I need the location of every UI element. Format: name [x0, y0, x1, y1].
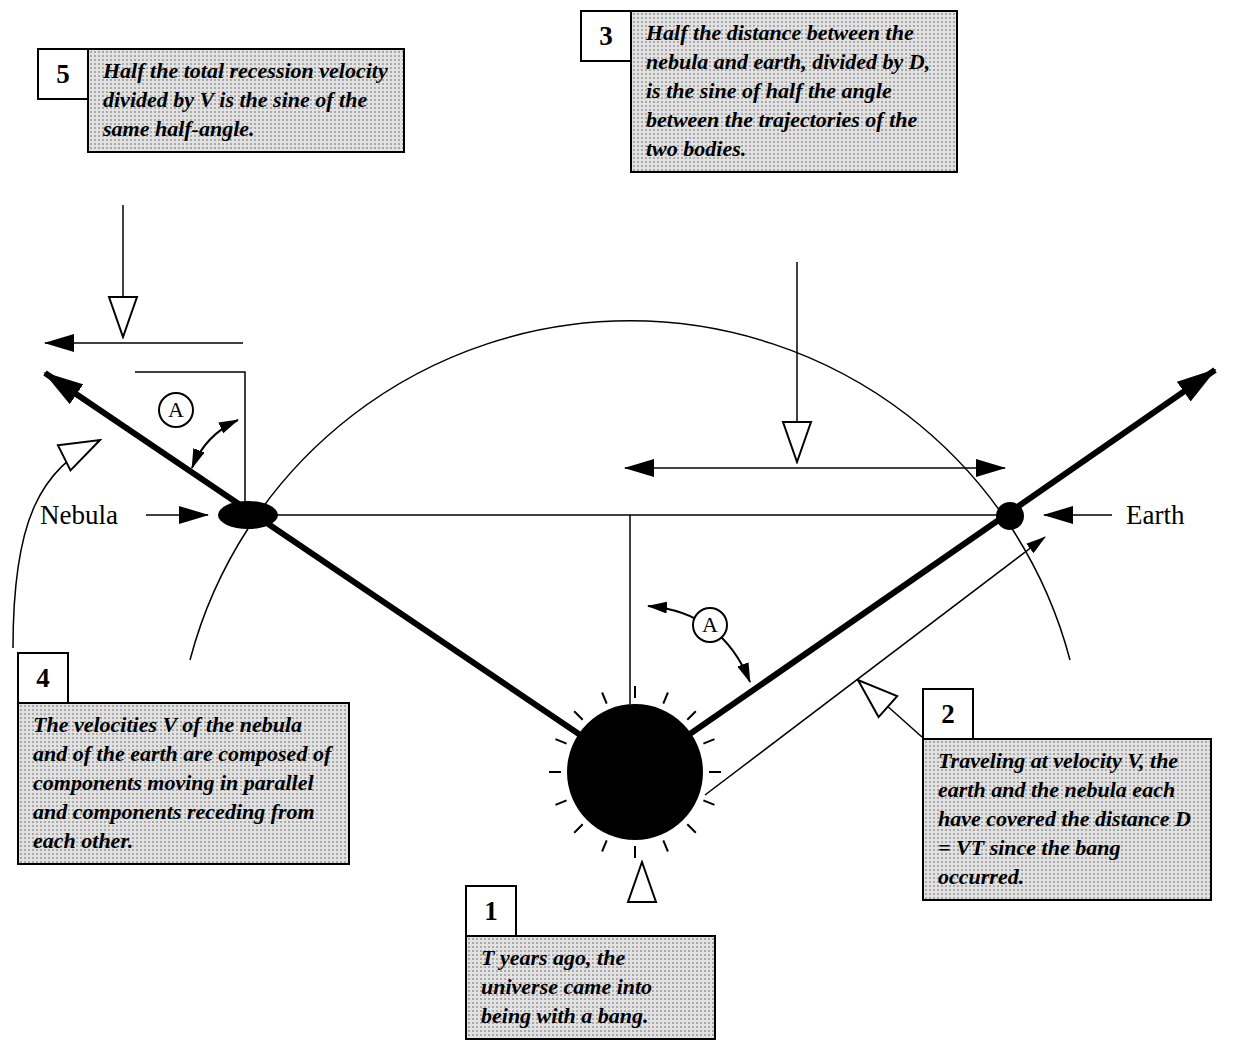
angle-marker: A	[692, 607, 728, 643]
callout-text: Half the total recession velocity divide…	[89, 50, 403, 151]
label-pointer	[146, 514, 208, 516]
callout-number: 3	[580, 10, 632, 62]
body-label: Nebula	[40, 499, 118, 531]
leader-line	[858, 680, 922, 737]
label-pointer	[1044, 514, 1112, 516]
leader-line	[641, 862, 643, 882]
earth-body	[996, 502, 1024, 530]
angle-arc	[192, 420, 238, 468]
velocity-components	[135, 372, 245, 503]
callout-box: 3Half the distance between the nebula an…	[630, 10, 958, 173]
angle-arc	[648, 606, 750, 682]
body-label: Earth	[1126, 499, 1184, 531]
callout-box: 5Half the total recession velocity divid…	[87, 48, 405, 153]
recession-arrow	[45, 342, 243, 344]
angle-marker: A	[158, 392, 194, 428]
callout-number: 5	[37, 48, 89, 100]
leader-line	[796, 262, 798, 462]
callout-box: 2Traveling at velocity V, the earth and …	[922, 738, 1212, 901]
bang-rays	[549, 686, 721, 858]
leader-line	[13, 440, 100, 648]
callout-number: 1	[465, 885, 517, 937]
callout-text: The velocities V of the nebula and of th…	[19, 704, 348, 863]
callout-text: T years ago, the universe came into bein…	[467, 937, 714, 1038]
leader-line	[122, 205, 124, 337]
nebula-body	[218, 501, 278, 529]
angle-letter: A	[160, 394, 192, 426]
callout-number: 4	[17, 652, 69, 704]
callout-text: Half the distance between the nebula and…	[632, 12, 956, 171]
callout-box: 4The velocities V of the nebula and of t…	[17, 702, 350, 865]
earth-trajectory	[635, 370, 1215, 772]
bisector-line	[629, 515, 631, 704]
big-bang	[567, 704, 703, 840]
callout-text: Traveling at velocity V, the earth and t…	[924, 740, 1210, 899]
callout-box: 1T years ago, the universe came into bei…	[465, 935, 716, 1040]
callout-number: 2	[922, 688, 974, 740]
angle-letter: A	[694, 609, 726, 641]
distance-double-arrow	[625, 467, 1005, 469]
